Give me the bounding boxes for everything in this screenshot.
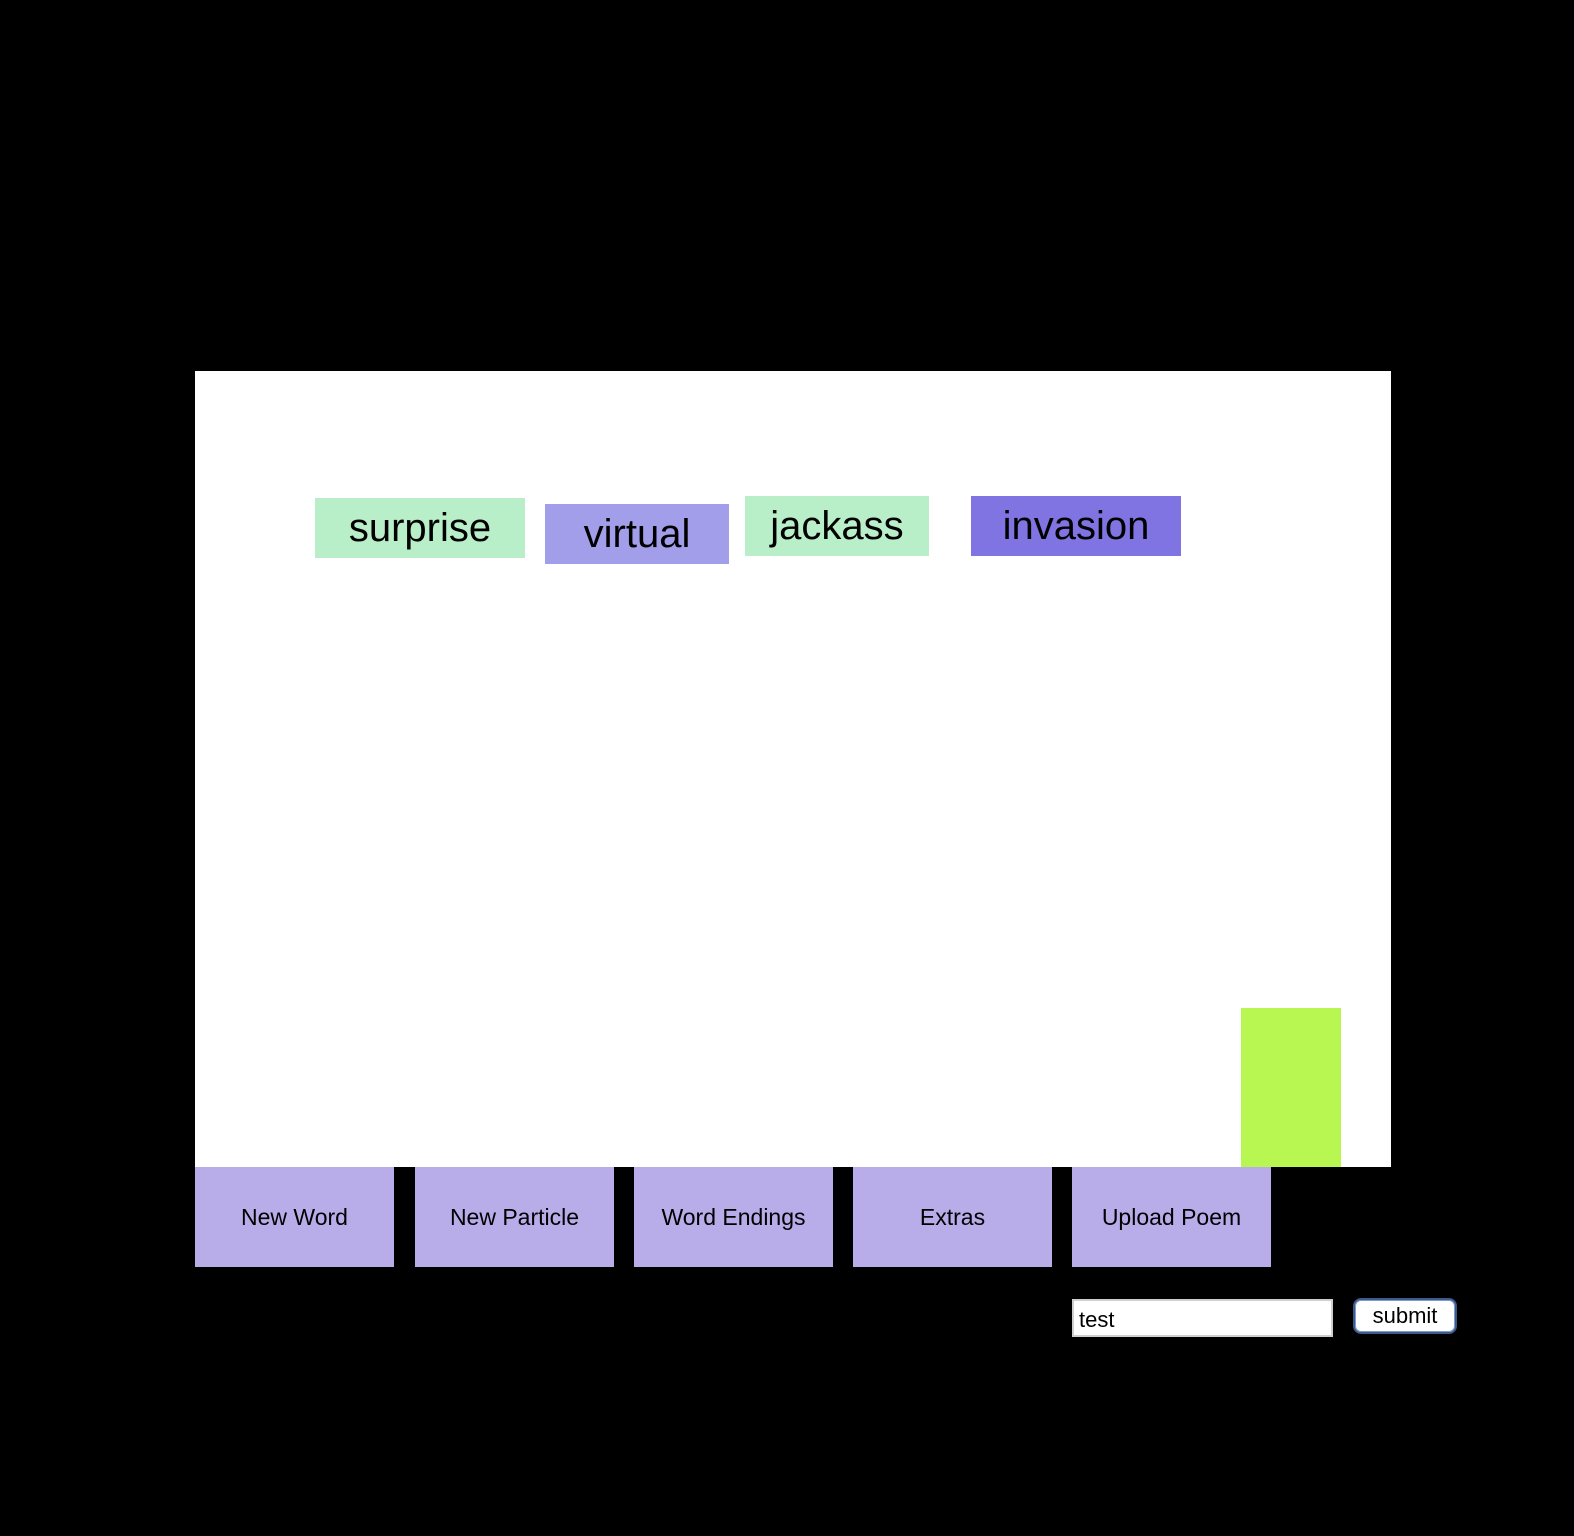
trash-bin-drop-zone[interactable]: [1241, 1008, 1341, 1167]
upload-poem-button[interactable]: Upload Poem: [1072, 1167, 1271, 1267]
new-particle-button[interactable]: New Particle: [415, 1167, 614, 1267]
word-endings-button[interactable]: Word Endings: [634, 1167, 833, 1267]
word-tile-surprise[interactable]: surprise: [315, 498, 525, 558]
poem-board: surprise virtual jackass invasion: [195, 371, 1391, 1167]
submit-button[interactable]: submit: [1353, 1298, 1457, 1334]
extras-button[interactable]: Extras: [853, 1167, 1052, 1267]
poem-text-input[interactable]: [1072, 1299, 1333, 1337]
word-tile-virtual[interactable]: virtual: [545, 504, 729, 564]
new-word-button[interactable]: New Word: [195, 1167, 394, 1267]
word-tile-invasion[interactable]: invasion: [971, 496, 1181, 556]
word-tile-jackass[interactable]: jackass: [745, 496, 929, 556]
